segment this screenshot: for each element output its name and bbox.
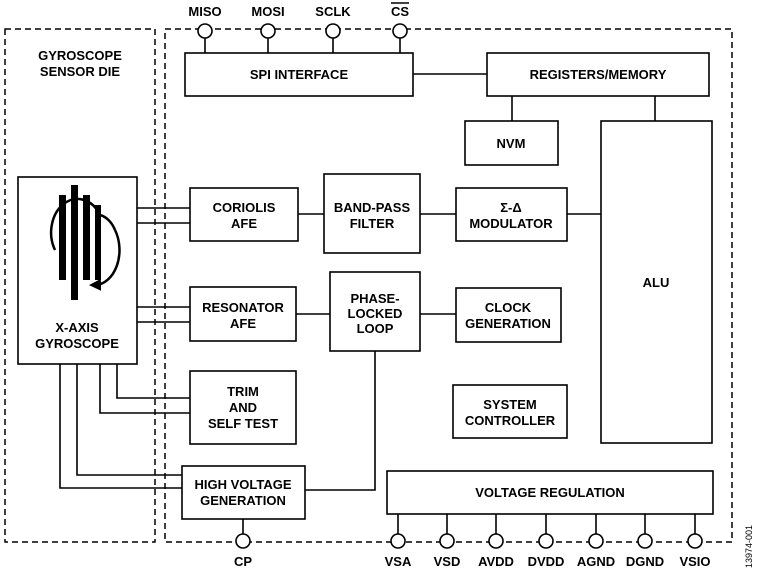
trim-label-line1: TRIM: [227, 384, 259, 399]
hv-label-line2: GENERATION: [200, 493, 286, 508]
alu-label: ALU: [643, 275, 670, 290]
dgnd-pin: [637, 533, 653, 549]
resonator-afe-block: [189, 286, 297, 342]
sclk-pin: [325, 23, 341, 39]
agnd-pin: [588, 533, 604, 549]
resonator-afe-label-line2: AFE: [230, 316, 256, 331]
spi-interface-label: SPI INTERFACE: [250, 67, 349, 82]
registers-memory-block: [486, 52, 710, 97]
nvm-label: NVM: [497, 136, 526, 151]
mosi-pin-label: MOSI: [251, 4, 284, 19]
gyroscope-rotation-icon: [49, 185, 121, 300]
trim-label-line2: AND: [229, 400, 257, 415]
voltage-regulation-label: VOLTAGE REGULATION: [475, 485, 625, 500]
sensor-die-boundary: [4, 28, 156, 543]
band-pass-filter-block: [323, 173, 421, 254]
mosi-pin: [260, 23, 276, 39]
trim-label-line3: SELF TEST: [208, 416, 278, 431]
dgnd-pin-label: DGND: [626, 554, 664, 569]
pll-label-line3: LOOP: [357, 321, 394, 336]
pll-label-line1: PHASE-: [350, 291, 399, 306]
clock-generation-label-line2: GENERATION: [465, 316, 551, 331]
cs-pin-label: CS: [391, 4, 409, 19]
cs-pin: [392, 23, 408, 39]
cp-pin: [235, 533, 251, 549]
sigma-delta-modulator-block: [455, 187, 568, 242]
system-controller-label-line1: SYSTEM: [483, 397, 536, 412]
trim-self-test-block: [189, 370, 297, 445]
pll-label-line2: LOCKED: [348, 306, 403, 321]
coriolis-afe-label-line2: AFE: [231, 216, 257, 231]
avdd-pin: [488, 533, 504, 549]
vsa-pin: [390, 533, 406, 549]
figure-code: 13974-001: [744, 525, 754, 568]
system-controller-block: [452, 384, 568, 439]
nvm-block: [464, 120, 559, 166]
avdd-pin-label: AVDD: [478, 554, 514, 569]
vsd-pin-label: VSD: [434, 554, 461, 569]
band-pass-filter-label-line2: FILTER: [350, 216, 395, 231]
sigma-delta-modulator-label-line1: Σ-Δ: [500, 200, 521, 215]
cp-pin-label: CP: [234, 554, 252, 569]
sensor-die-label-line2: SENSOR DIE: [40, 64, 121, 79]
vsio-pin-label: VSIO: [679, 554, 710, 569]
miso-pin: [197, 23, 213, 39]
vsio-pin: [687, 533, 703, 549]
sclk-pin-label: SCLK: [315, 4, 351, 19]
gyroscope-label-line2: GYROSCOPE: [35, 336, 119, 351]
clock-generation-label-line1: CLOCK: [485, 300, 532, 315]
dvdd-pin: [538, 533, 554, 549]
hv-label-line1: HIGH VOLTAGE: [194, 477, 291, 492]
dvdd-pin-label: DVDD: [528, 554, 565, 569]
coriolis-afe-block: [189, 187, 299, 242]
band-pass-filter-label-line1: BAND-PASS: [334, 200, 411, 215]
spi-interface-block: [184, 52, 414, 97]
voltage-regulation-block: [386, 470, 714, 515]
phase-locked-loop-block: [329, 271, 421, 352]
alu-block: [600, 120, 713, 444]
high-voltage-generation-block: [181, 465, 306, 520]
resonator-afe-label-line1: RESONATOR: [202, 300, 284, 315]
gyroscope-label-line1: X-AXIS: [55, 320, 99, 335]
coriolis-afe-label-line1: CORIOLIS: [213, 200, 276, 215]
agnd-pin-label: AGND: [577, 554, 615, 569]
sigma-delta-modulator-label-line2: MODULATOR: [469, 216, 553, 231]
system-controller-label-line2: CONTROLLER: [465, 413, 556, 428]
vsa-pin-label: VSA: [385, 554, 412, 569]
registers-memory-label: REGISTERS/MEMORY: [530, 67, 667, 82]
clock-generation-block: [455, 287, 562, 343]
sensor-die-label-line1: GYROSCOPE: [38, 48, 122, 63]
vsd-pin: [439, 533, 455, 549]
miso-pin-label: MISO: [188, 4, 221, 19]
